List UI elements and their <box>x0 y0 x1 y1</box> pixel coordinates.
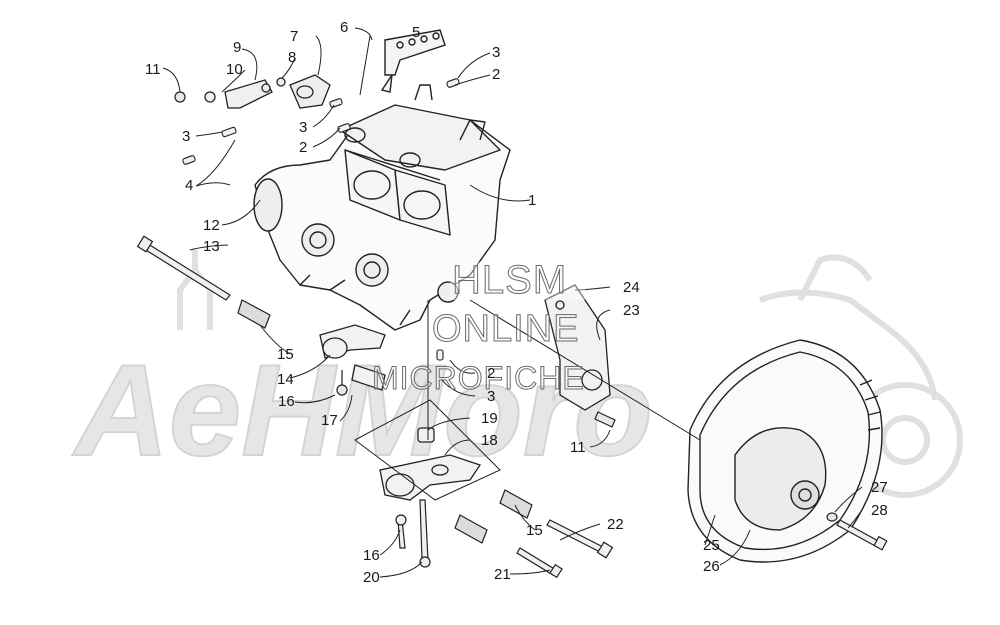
callout-28: 28 <box>871 502 888 519</box>
mount-plate-23 <box>544 284 611 411</box>
callout-12: 12 <box>203 217 220 234</box>
callout-20: 20 <box>363 569 380 586</box>
callout-22: 22 <box>607 516 624 533</box>
housing-7 <box>276 74 331 109</box>
callout-25: 25 <box>703 537 720 554</box>
clutch-washer-27 <box>826 512 838 522</box>
callout-2-lower: 2 <box>487 365 496 382</box>
callout-18: 18 <box>481 432 498 449</box>
leader-lines <box>162 27 863 578</box>
callout-16-lower: 16 <box>363 547 380 564</box>
bolt-16-upper <box>336 370 348 396</box>
callout-3-lower: 3 <box>487 388 496 405</box>
callout-26: 26 <box>703 558 720 575</box>
watermark-online: ONLINE <box>431 308 580 350</box>
engine-mount-14 <box>319 324 386 391</box>
callout-10: 10 <box>226 61 243 78</box>
callout-2-mid: 2 <box>299 139 308 156</box>
callout-23: 23 <box>623 302 640 319</box>
exhaust-manifold <box>380 29 446 93</box>
bushing-15-top <box>237 299 271 329</box>
hlsm-watermark-box <box>450 262 585 300</box>
callout-15-lower: 15 <box>526 522 543 539</box>
callout-27: 27 <box>871 479 888 496</box>
callout-17: 17 <box>321 412 338 429</box>
callout-13: 13 <box>203 238 220 255</box>
callout-2: 2 <box>492 66 501 83</box>
bolt-11-right <box>594 411 616 428</box>
callout-19: 19 <box>481 410 498 427</box>
watermark-microfiche: MICROFICHE <box>372 360 585 396</box>
bushing-15-lower <box>454 489 533 544</box>
engine-assembly <box>253 84 511 331</box>
brand-watermark: AeHMoro <box>74 337 654 483</box>
callout-11-top: 11 <box>145 61 161 78</box>
long-bolt-13 <box>136 235 231 301</box>
clutch-bolt-28 <box>836 519 888 551</box>
callout-6: 6 <box>340 19 349 36</box>
dowels <box>182 78 460 361</box>
drive-clutch <box>687 339 883 563</box>
lower-bolts <box>395 499 614 579</box>
callout-8: 8 <box>288 49 297 66</box>
callout-3-mid: 3 <box>299 119 308 136</box>
callout-24: 24 <box>623 279 640 296</box>
callout-11-right: 11 <box>570 439 586 456</box>
callout-7: 7 <box>290 28 299 45</box>
callout-16-upper: 16 <box>278 393 295 410</box>
callout-1: 1 <box>528 192 537 209</box>
callout-4: 4 <box>185 177 194 194</box>
callout-14: 14 <box>277 371 294 388</box>
lower-mount-18 <box>379 427 482 501</box>
bolt-11-top <box>174 91 186 103</box>
callout-3-left: 3 <box>182 128 191 145</box>
watermark-hlsm: HLSM <box>451 258 568 302</box>
callout-3: 3 <box>492 44 501 61</box>
callout-5: 5 <box>412 24 421 41</box>
bracket-9 <box>204 79 273 109</box>
callout-9: 9 <box>233 39 242 56</box>
callout-15-top: 15 <box>277 346 294 363</box>
callout-21: 21 <box>494 566 511 583</box>
